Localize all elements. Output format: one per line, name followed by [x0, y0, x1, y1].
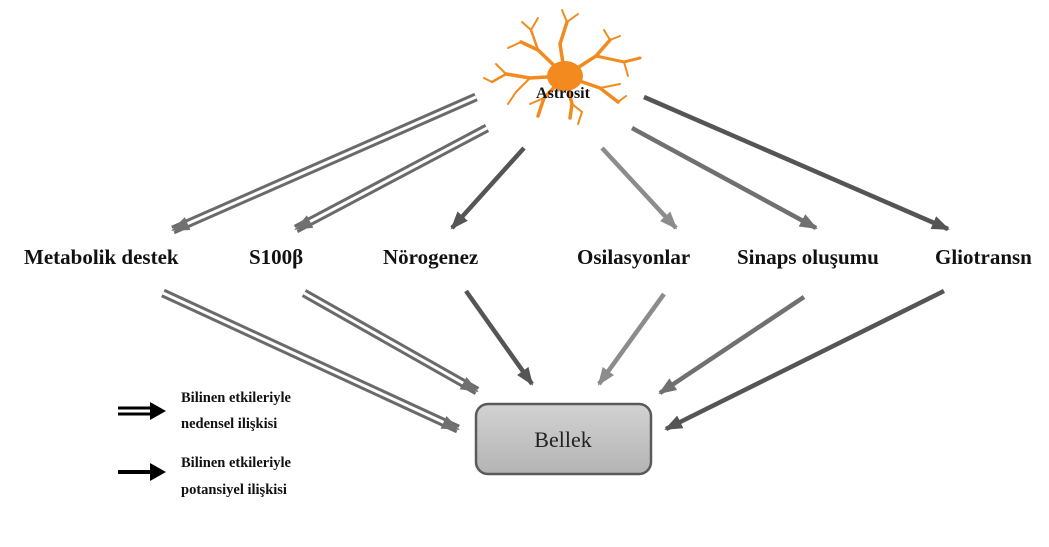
- arrow-astrosit-gliotransn: [643, 94, 950, 232]
- legend-potential-line2: potansiyel ilişkisi: [181, 482, 287, 498]
- arrow-metabolik-bellek: [161, 288, 460, 434]
- legend-potential-arrow-icon: [118, 463, 166, 481]
- arrow-norogenez-bellek: [464, 289, 534, 386]
- legend-causal-arrow-icon: [118, 402, 166, 420]
- factor-label-sinaps: Sinaps oluşumu: [737, 245, 879, 269]
- astrocyte-label: Astrosit: [536, 85, 591, 102]
- arrow-astrosit-norogenez: [450, 146, 526, 230]
- arrow-astrosit-sinaps: [630, 126, 818, 230]
- bellek-label: Bellek: [534, 427, 591, 452]
- arrow-sinaps-bellek: [658, 295, 806, 395]
- arrow-osilasyonlar-bellek: [597, 292, 666, 386]
- factor-label-metabolik: Metabolik destek: [24, 245, 179, 269]
- bellek-box: [474, 402, 653, 476]
- arrow-astrosit-metabolik: [171, 92, 478, 235]
- factor-label-norogenez: Nörogenez: [383, 245, 478, 269]
- legend-causal-line1: Bilinen etkileriyle: [181, 390, 292, 406]
- factor-label-gliotransn: Gliotransn: [935, 245, 1032, 269]
- arrow-gliotransn-bellek: [664, 288, 946, 432]
- arrow-s100b-bellek: [301, 289, 480, 395]
- factor-label-osilasyonlar: Osilasyonlar: [577, 245, 690, 269]
- legend-potential-line1: Bilinen etkileriyle: [181, 455, 292, 471]
- astrocyte-body: [547, 61, 583, 91]
- legend-causal-line2: nedensel ilişkisi: [181, 416, 277, 432]
- arrow-astrosit-s100b: [293, 124, 490, 233]
- legend: Bilinen etkileriyle nedensel ilişkisi Bi…: [118, 390, 292, 498]
- factor-label-s100b: S100β: [249, 245, 303, 269]
- arrow-astrosit-osilasyonlar: [600, 146, 678, 230]
